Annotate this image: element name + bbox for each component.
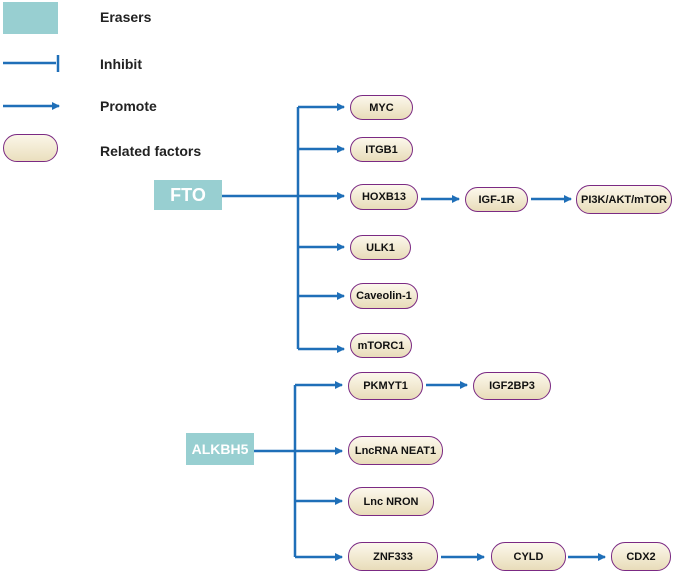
factor-znf333: ZNF333 — [348, 542, 438, 571]
factor-igf1r: IGF-1R — [465, 187, 528, 212]
factor-cdx2: CDX2 — [611, 542, 671, 571]
legend-related-label: Related factors — [100, 143, 202, 159]
alkbh5-box: ALKBH5 — [186, 433, 254, 465]
legend-promote-label: Promote — [100, 98, 157, 114]
factor-cyld: CYLD — [491, 542, 566, 571]
factor-hoxb13: HOXB13 — [350, 184, 418, 210]
legend-related-pill — [3, 134, 58, 162]
factor-lnc-nron: Lnc NRON — [348, 487, 434, 516]
factor-lncrna-neat1: LncRNA NEAT1 — [348, 436, 443, 465]
factor-igf2bp3: IGF2BP3 — [473, 372, 551, 400]
fto-box: FTO — [154, 180, 222, 210]
legend-erasers-swatch — [3, 2, 58, 34]
legend-inhibit-label: Inhibit — [100, 56, 142, 72]
legend-erasers-label: Erasers — [100, 9, 152, 25]
factor-pkmyt1: PKMYT1 — [348, 372, 423, 400]
factor-itgb1: ITGB1 — [350, 137, 413, 162]
factor-mtorc1: mTORC1 — [350, 333, 412, 358]
factor-myc: MYC — [350, 95, 413, 120]
factor-caveolin1: Caveolin-1 — [350, 283, 418, 309]
factor-ulk1: ULK1 — [350, 235, 411, 260]
factor-pi3k-akt-mtor: PI3K/AKT/mTOR — [576, 185, 672, 214]
